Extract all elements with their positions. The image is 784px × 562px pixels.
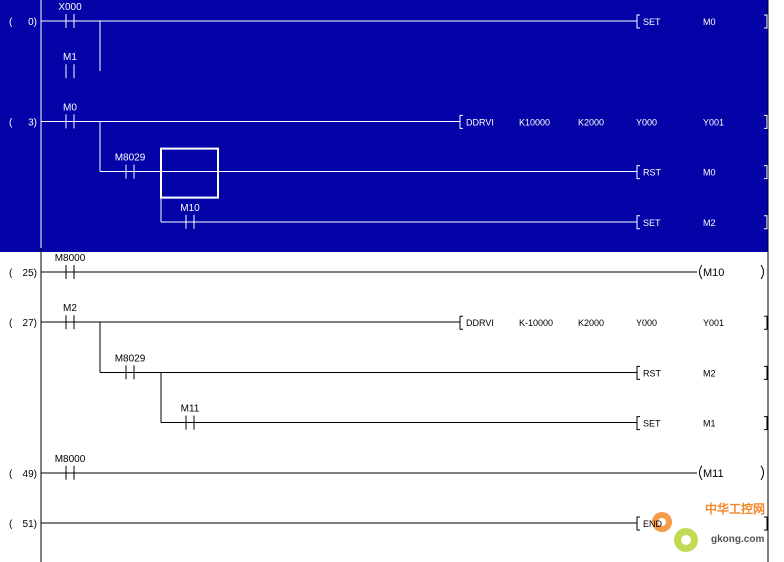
contact-label: X000 bbox=[58, 2, 82, 13]
instruction-operand: Y000 bbox=[636, 318, 657, 328]
bracket-open bbox=[636, 416, 640, 431]
bracket-close bbox=[764, 215, 768, 230]
contact-label: M8029 bbox=[115, 353, 146, 364]
instruction-operand: M1 bbox=[703, 419, 716, 429]
contact-label: M0 bbox=[63, 102, 77, 113]
watermark-en: gkong.com bbox=[711, 534, 764, 545]
step-open-paren: ( bbox=[9, 519, 13, 530]
coil-close bbox=[760, 465, 764, 481]
instruction-m11[interactable]: M11 bbox=[699, 465, 764, 481]
bracket-close bbox=[764, 365, 768, 380]
contact-gap bbox=[66, 69, 74, 74]
contact-M8000[interactable]: M8000 bbox=[55, 253, 86, 279]
instruction-op: SET bbox=[643, 218, 661, 228]
contact-label: M11 bbox=[181, 404, 200, 415]
instruction-op: SET bbox=[643, 419, 661, 429]
selection-highlight bbox=[0, 100, 768, 253]
contact-M2[interactable]: M2 bbox=[63, 303, 77, 330]
instruction-op: SET bbox=[643, 17, 661, 27]
step-number: 3) bbox=[28, 117, 37, 128]
bracket-open bbox=[636, 365, 640, 380]
instruction-operand: M2 bbox=[703, 368, 716, 378]
watermark: 中华工控网 gkong.com bbox=[652, 501, 765, 552]
bracket-close bbox=[764, 315, 768, 330]
step-open-paren: ( bbox=[9, 17, 13, 28]
bracket-close bbox=[764, 416, 768, 431]
instruction-operand: K2000 bbox=[578, 117, 604, 127]
bracket-open bbox=[459, 315, 463, 330]
contact-label: M2 bbox=[63, 303, 77, 314]
step-open-paren: ( bbox=[9, 469, 13, 480]
step-number: 25) bbox=[23, 268, 37, 279]
instruction-op: DDRVI bbox=[466, 318, 494, 328]
coil-device: M10 bbox=[703, 267, 724, 279]
step-open-paren: ( bbox=[9, 117, 13, 128]
instruction-ddrvi[interactable]: DDRVI K-10000 K2000 Y000 Y001 bbox=[459, 315, 768, 330]
step-number: 0) bbox=[28, 17, 37, 28]
orange-gear-icon bbox=[652, 512, 672, 532]
instruction-operand: M0 bbox=[703, 168, 716, 178]
instruction-operand: K2000 bbox=[578, 318, 604, 328]
contact-label: M1 bbox=[63, 52, 77, 63]
bracket-open bbox=[636, 516, 640, 531]
instruction-operand: K10000 bbox=[519, 117, 550, 127]
contact-label: M10 bbox=[180, 203, 200, 214]
instruction-operand: Y001 bbox=[703, 318, 724, 328]
instruction-end[interactable]: END bbox=[636, 516, 768, 531]
contact-label: M8000 bbox=[55, 253, 86, 264]
contact-label: M8000 bbox=[55, 454, 86, 465]
instruction-op: END bbox=[643, 519, 663, 529]
instruction-operand: M2 bbox=[703, 218, 716, 228]
watermark-cn: 中华工控网 bbox=[705, 501, 765, 516]
step-open-paren: ( bbox=[9, 268, 13, 279]
contact-M8029[interactable]: M8029 bbox=[115, 353, 146, 380]
instruction-operand: K-10000 bbox=[519, 318, 553, 328]
contact-M11[interactable]: M11 bbox=[181, 404, 200, 430]
contact-M8000[interactable]: M8000 bbox=[55, 454, 86, 480]
instruction-operand: Y000 bbox=[636, 117, 657, 127]
coil-device: M11 bbox=[703, 468, 724, 480]
instruction-set[interactable]: SET M1 bbox=[636, 416, 768, 431]
step-number: 49) bbox=[23, 469, 37, 480]
instruction-operand: M0 bbox=[703, 17, 716, 27]
instruction-op: RST bbox=[643, 168, 662, 178]
instruction-rst[interactable]: RST M2 bbox=[636, 365, 768, 380]
instruction-operand: Y001 bbox=[703, 117, 724, 127]
bracket-close bbox=[764, 165, 768, 180]
contact-label: M8029 bbox=[115, 153, 146, 164]
coil-open bbox=[699, 264, 703, 280]
instruction-op: RST bbox=[643, 368, 662, 378]
instruction-op: DDRVI bbox=[466, 117, 494, 127]
selection-highlight bbox=[0, 0, 768, 102]
bracket-close bbox=[764, 114, 768, 129]
instruction-ddrvi[interactable]: DDRVI K10000 K2000 Y000 Y001 bbox=[459, 114, 768, 129]
step-number: 27) bbox=[23, 318, 37, 329]
contact-M1[interactable]: M1 bbox=[63, 52, 77, 79]
green-gear-icon bbox=[674, 528, 698, 552]
bracket-close bbox=[764, 516, 768, 531]
step-number: 51) bbox=[23, 519, 37, 530]
coil-close bbox=[760, 264, 764, 280]
coil-open bbox=[699, 465, 703, 481]
step-open-paren: ( bbox=[9, 318, 13, 329]
instruction-m10[interactable]: M10 bbox=[699, 264, 764, 280]
bracket-close bbox=[764, 14, 768, 29]
